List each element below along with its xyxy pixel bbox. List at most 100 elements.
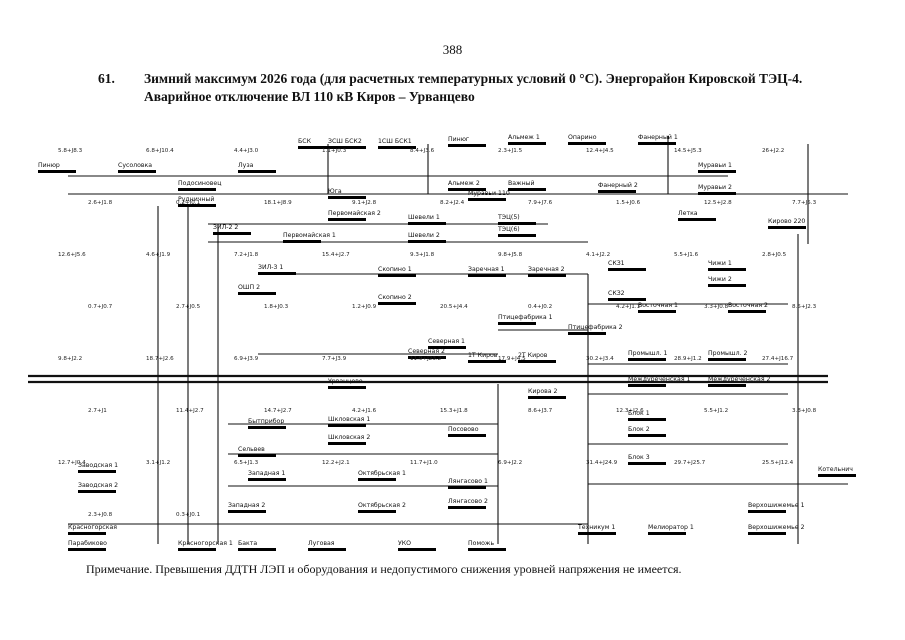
substation-label: Альмеж 1 [508, 134, 540, 141]
power-flow-label: 4.6+J1.9 [146, 252, 171, 258]
substation-label: Летка [678, 210, 698, 217]
substation-label: Верхошижемье 2 [748, 524, 805, 531]
substation-bus [498, 322, 536, 325]
power-flow-label: 18.1+J8.9 [264, 200, 292, 206]
power-flow-label: 0.7+J0.7 [88, 304, 113, 310]
power-flow-label: 0.4+J0.2 [528, 304, 552, 310]
substation-label: Опарино [568, 134, 597, 141]
power-flow-label: 12.4+J4.5 [586, 148, 614, 154]
substation-bus [258, 272, 296, 275]
substation-label: СКЗ2 [608, 290, 625, 297]
substation-label: Подосиновец [178, 180, 221, 187]
power-flow-label: 12.6+J5.6 [58, 252, 86, 258]
substation-bus [328, 218, 366, 221]
substation-bus [708, 268, 746, 271]
substation-label: Заводская 2 [78, 482, 118, 489]
substation-label: Скопино 2 [378, 294, 412, 301]
substation-bus [178, 204, 216, 207]
substation-bus [468, 360, 506, 363]
power-flow-label: 8.6+J3.7 [528, 408, 553, 414]
substation-label: Шевели 1 [408, 214, 440, 221]
substation-bus [238, 454, 276, 457]
power-flow-label: 7.7+J3.9 [322, 356, 347, 362]
power-flow-label: 7.2+J1.8 [234, 252, 259, 258]
power-flow-label: 11.7+J1.0 [410, 460, 438, 466]
substation-label: Восточная 2 [728, 302, 768, 309]
substation-bus [228, 510, 266, 513]
substation-label: Бакта [238, 540, 257, 547]
power-flow-label: 0.2+J0.1 [176, 200, 201, 206]
substation-bus [378, 146, 416, 149]
substation-label: 2Т Киров [518, 352, 548, 359]
power-flow-label: 9.3+J1.8 [410, 252, 435, 258]
substation-bus [708, 384, 746, 387]
substation-label: Первомайская 1 [283, 231, 336, 239]
substation-label: Лянгасово 2 [448, 498, 488, 505]
power-flow-label: 9.1+J2.8 [352, 200, 377, 206]
substation-label: Кирово 220 [768, 218, 805, 225]
power-flow-label: 5.8+J8.3 [58, 148, 83, 154]
substation-bus [768, 226, 806, 229]
power-flow-label: 3.1+J1.2 [146, 460, 170, 466]
substation-bus [448, 188, 486, 191]
substation-bus [408, 240, 446, 243]
substation-label: ТЭЦ(6) [497, 226, 520, 233]
substation-label: Шкловская 2 [328, 434, 370, 441]
power-flow-label: 27.4+J16.7 [762, 356, 794, 362]
power-flow-label: 11.4+J2.7 [176, 408, 204, 414]
substation-bus [518, 360, 556, 363]
power-flow-label: 15.4+J2.7 [322, 252, 350, 258]
power-flow-label: 8.5+J2.3 [792, 304, 817, 310]
substation-bus [468, 198, 506, 201]
substation-bus [408, 356, 446, 359]
power-flow-label: 12.5+J2.8 [704, 200, 732, 206]
substation-label: Западная 2 [228, 502, 265, 509]
power-flow-label: 12.2+J2.1 [322, 460, 350, 466]
power-flow-label: 1.2+J0.9 [352, 304, 377, 310]
substation-bus [728, 310, 766, 313]
power-flow-label: 6.5+J1.3 [234, 460, 259, 466]
substation-bus [448, 506, 486, 509]
substation-label: Луза [238, 162, 254, 169]
substation-label: Луговая [308, 540, 335, 547]
substation-bus [238, 292, 276, 295]
substation-bus [118, 170, 156, 173]
substation-label: Фанерный 1 [638, 133, 678, 141]
substation-bus [568, 332, 606, 335]
substation-bus [638, 310, 676, 313]
substation-bus [628, 462, 666, 465]
substation-bus [598, 190, 636, 193]
substation-label: Красногорская [68, 524, 117, 531]
power-flow-label: 2.3+J0.8 [88, 512, 113, 518]
power-flow-label: 9.8+J2.2 [58, 356, 82, 362]
substation-bus [358, 478, 396, 481]
substation-label: ЗИЛ-2 2 [213, 224, 238, 231]
substation-label: Альмеж 2 [448, 180, 480, 187]
substation-label: Шевели 2 [408, 232, 440, 239]
footnote: Примечание. Превышения ДДТН ЛЭП и оборуд… [86, 562, 682, 576]
substation-bus [38, 170, 76, 173]
substation-label: Красногорская 1 [178, 540, 233, 547]
substation-label: БСК [298, 138, 312, 145]
substation-label: УКО [398, 540, 411, 547]
power-flow-label: 17.9+J4.5 [498, 356, 526, 362]
power-flow-label: 6.9+J3.9 [234, 356, 259, 362]
substation-label: ЗИЛ-3 1 [258, 264, 283, 271]
substation-label: Блок 3 [628, 454, 650, 461]
substation-bus [328, 146, 366, 149]
substation-bus [678, 218, 716, 221]
substation-label: Чижи 2 [708, 276, 732, 283]
substation-label: Восточная 1 [638, 302, 678, 309]
substation-bus [408, 222, 446, 225]
power-flow-label: 26+J2.2 [762, 148, 784, 154]
power-flow-label: 6.8+J10.4 [146, 148, 174, 154]
substation-bus [748, 510, 786, 513]
substation-label: Северная 2 [408, 348, 445, 355]
power-flow-label: 5.5+J1.6 [674, 252, 699, 258]
power-flow-label: 2.8+J0.5 [762, 252, 787, 258]
power-flow-label: 1.1+J0.3 [322, 148, 347, 154]
substation-label: Фанерный 2 [598, 181, 638, 189]
substation-bus [748, 532, 786, 535]
substation-bus [508, 142, 546, 145]
substation-bus [378, 302, 416, 305]
